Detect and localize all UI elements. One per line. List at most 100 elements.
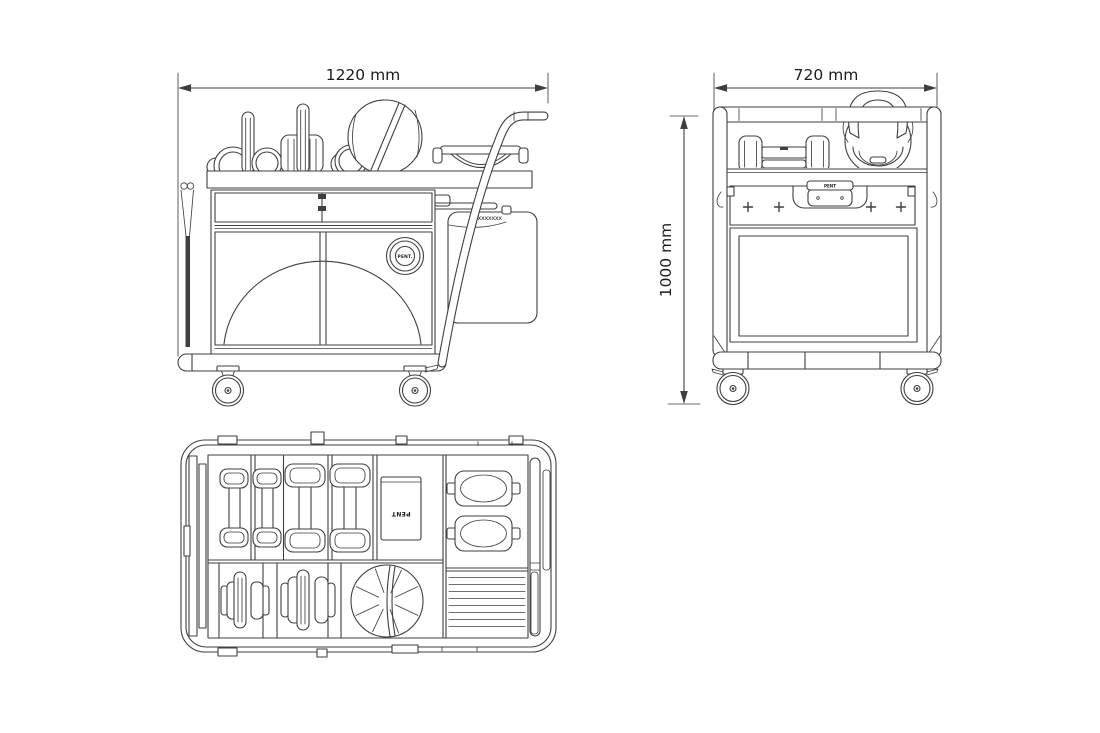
dimension-width-side: 720 mm: [713, 66, 938, 159]
ball-seam: [391, 565, 396, 637]
dumbbell-top: [219, 468, 249, 548]
dimension-width-front: 1220 mm: [177, 66, 549, 357]
ball-seam: [370, 102, 400, 171]
wheel-axle: [915, 387, 919, 390]
door-inner: [738, 235, 909, 337]
wheel-hub: [411, 386, 419, 395]
badge-ring: [389, 240, 421, 272]
screw-mark: [895, 201, 907, 213]
ball-spokes: [355, 568, 419, 634]
push-handle-top: [529, 457, 551, 637]
dumbbell-post: [296, 103, 310, 174]
side-door: [713, 227, 941, 355]
brake-lever: [711, 368, 724, 376]
dumbbell-slots: [219, 454, 378, 561]
cabinet: PENT.: [210, 189, 436, 355]
wheel-hub: [224, 386, 232, 395]
kettlebell-handle: [233, 571, 247, 629]
access-panel: PENT: [726, 180, 916, 226]
cabinet-doors: [214, 231, 433, 349]
panel-corner: [907, 186, 916, 197]
screw-mark: [865, 201, 877, 213]
bag-flap-line: [448, 221, 507, 228]
caster-plate: [216, 365, 240, 372]
tray-knob: [432, 147, 443, 164]
dumbbell-top: [329, 463, 371, 553]
frame-tab: [217, 647, 238, 657]
dumbbell-side: [738, 135, 830, 173]
brake-lever: [424, 364, 439, 373]
arrowhead-left: [714, 84, 727, 92]
band-strap: [185, 236, 190, 347]
top-view: PENT: [180, 431, 557, 658]
kettlebell-side: [842, 90, 914, 175]
wheel-rim: [719, 374, 747, 403]
drawer-front: [214, 192, 433, 223]
dimension-label-side-height: 1000 mm: [657, 223, 675, 298]
roller-face: [460, 474, 507, 503]
hook-right: [930, 191, 938, 208]
tablet-logo-label: PENT: [391, 510, 411, 517]
kettlebell-plate: [314, 576, 329, 624]
mat-stripes: [448, 577, 526, 627]
side-view: 720 mm 1000 mm: [657, 66, 942, 406]
arrowhead-top: [680, 116, 688, 129]
caster-plate: [403, 365, 427, 372]
caster-wheel-front-left: [211, 365, 245, 407]
wheel-hub: [729, 384, 737, 393]
drawer-handle: [318, 194, 326, 199]
dumbbell-label: [780, 147, 788, 150]
tablet-holder: PENT: [380, 476, 422, 541]
dumbbell-top: [252, 468, 282, 548]
tablet: [380, 476, 422, 541]
medicine-ball: [347, 99, 423, 175]
drawer-handle: [318, 206, 326, 211]
door-arch: [223, 260, 422, 345]
handle-screw: [816, 196, 820, 200]
tray-bowl-inner: [455, 153, 507, 165]
dimension-label-side-width: 720 mm: [794, 66, 859, 84]
ball-panel-line: [352, 113, 357, 161]
side-rail: [431, 194, 498, 210]
kettlebell-ring-inner: [858, 150, 898, 166]
caster-wheel-side-left: [711, 368, 750, 406]
storage-deck: [206, 170, 533, 189]
panel-handle: [807, 188, 853, 207]
bag-stitching: xxxxxxxx: [474, 214, 502, 222]
badge-ring-outer: [385, 236, 425, 276]
panel-logo-plate: [806, 180, 854, 191]
door-outer: [729, 227, 918, 343]
dumbbell-body: [761, 159, 807, 169]
front-view: 1220 mm: [177, 66, 549, 407]
band-clip-ring: [180, 182, 188, 190]
brake-lever: [926, 368, 939, 376]
band-clip-ring: [186, 182, 195, 190]
tray-bowl: [450, 153, 512, 168]
hook-left: [716, 191, 724, 208]
screw-mark: [742, 201, 754, 213]
dumbbell-plate: [284, 463, 326, 488]
wheel-rim: [214, 377, 242, 404]
dumbbell-plate: [329, 463, 371, 488]
tray-knob: [518, 147, 529, 164]
frame-tab: [217, 435, 238, 445]
base-frame-side: [712, 351, 942, 370]
push-handle: [437, 111, 549, 368]
dumbbell-plate: [284, 528, 326, 553]
dumbbell-cap: [738, 135, 763, 173]
tray-bar: [439, 145, 522, 155]
roller-body: [454, 515, 513, 552]
handle-bar: [529, 457, 541, 637]
caster-wheel-front-right: [398, 364, 439, 407]
ab-roller-tray: [432, 145, 529, 168]
side-panel-top: [530, 571, 539, 635]
wheel-axle: [413, 389, 417, 392]
arrowhead-right: [535, 84, 548, 92]
wheel-rim: [903, 374, 931, 403]
frame-tab: [508, 435, 524, 445]
ball-seam: [376, 104, 406, 173]
kettlebell-top: [220, 571, 270, 629]
top-frame-bar: [712, 106, 942, 123]
wheel-axle: [731, 387, 735, 390]
